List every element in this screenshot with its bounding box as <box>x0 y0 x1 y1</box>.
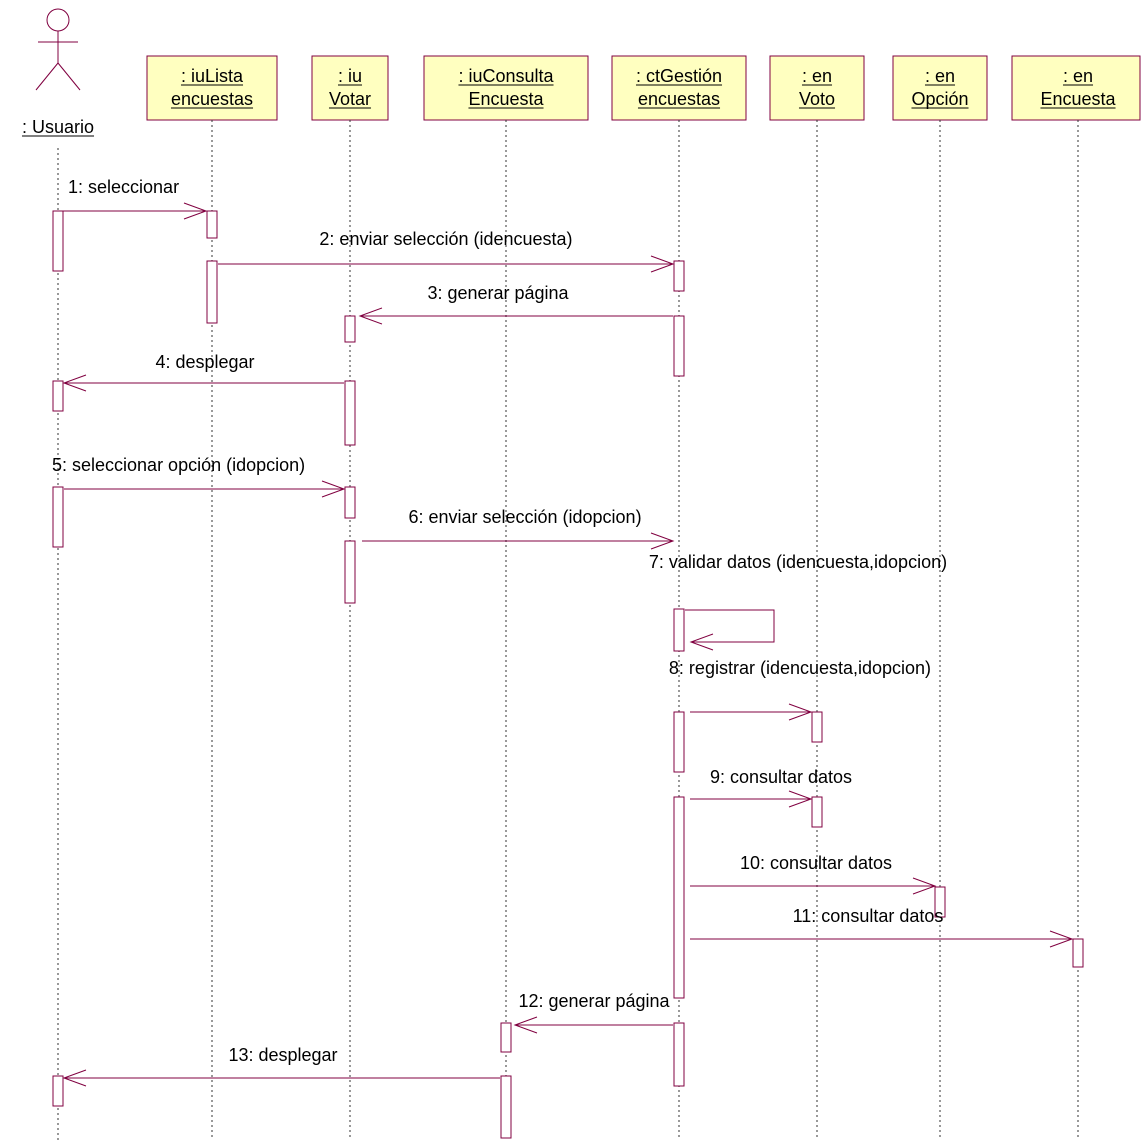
object-box <box>769 55 865 121</box>
activation-bar <box>673 796 685 999</box>
message-1: 1: seleccionar <box>63 177 208 220</box>
message-6: 6: enviar selección (idopcion) <box>362 507 675 550</box>
message-label: 5: seleccionar opción (idopcion) <box>52 455 305 475</box>
object-box <box>1011 55 1141 121</box>
arrowhead <box>650 255 675 273</box>
object-label: : en <box>925 66 955 86</box>
message-11: 11: consultar datos <box>690 906 1074 948</box>
arrowhead <box>788 790 813 808</box>
message-8: 8: registrar (idencuesta,idopcion) <box>669 658 931 721</box>
arrowhead <box>513 1016 538 1034</box>
actor-label: : Usuario <box>22 117 94 137</box>
message-10: 10: consultar datos <box>690 853 937 895</box>
message-label: 7: validar datos (idencuesta,idopcion) <box>649 552 947 572</box>
actor-usuario: : Usuario <box>21 8 95 137</box>
object-label: encuestas <box>638 89 720 109</box>
object-label: : en <box>802 66 832 86</box>
message-2: 2: enviar selección (idencuesta) <box>218 229 675 273</box>
activation-bar <box>206 260 218 324</box>
activation-bar <box>673 608 685 652</box>
message-13: 13: desplegar <box>62 1045 500 1087</box>
activation-bar <box>52 210 64 272</box>
object-box <box>423 55 589 121</box>
message-3: 3: generar página <box>358 283 673 325</box>
arrowhead <box>788 703 813 721</box>
object-label: : iu <box>338 66 362 86</box>
activation-bar <box>344 315 356 343</box>
activation-bar <box>500 1022 512 1053</box>
arrowhead <box>358 307 383 325</box>
message-7: 7: validar datos (idencuesta,idopcion) <box>649 552 947 651</box>
object-label: encuestas <box>171 89 253 109</box>
object-enencuesta: : en Encuesta <box>1011 55 1141 121</box>
message-5: 5: seleccionar opción (idopcion) <box>52 455 346 498</box>
arrowhead <box>650 532 675 550</box>
object-label: : iuLista <box>181 66 244 86</box>
activation-bar <box>52 486 64 548</box>
message-label: 12: generar página <box>518 991 670 1011</box>
message-label: 13: desplegar <box>228 1045 337 1065</box>
activation-bar <box>673 315 685 377</box>
arrowhead <box>1049 930 1074 948</box>
arrowhead <box>912 877 937 895</box>
object-iulista: : iuLista encuestas <box>146 55 278 121</box>
message-label: 8: registrar (idencuesta,idopcion) <box>669 658 931 678</box>
message-label: 4: desplegar <box>155 352 254 372</box>
activation-bar <box>500 1075 512 1139</box>
arrowhead <box>62 374 87 392</box>
object-label: Encuesta <box>1040 89 1116 109</box>
message-4: 4: desplegar <box>62 352 344 392</box>
object-label: Opción <box>911 89 968 109</box>
object-label: Votar <box>329 89 371 109</box>
message-12: 12: generar página <box>513 991 673 1034</box>
message-label: 3: generar página <box>427 283 569 303</box>
arrowhead <box>321 480 346 498</box>
object-envoto: : en Voto <box>769 55 865 121</box>
activation-bar <box>206 210 218 239</box>
message-label: 2: enviar selección (idencuesta) <box>319 229 572 249</box>
object-iuvotar: : iu Votar <box>311 55 389 121</box>
arrowhead <box>689 633 714 651</box>
object-enopcion: : en Opción <box>892 55 988 121</box>
activation-bar <box>1072 938 1084 968</box>
activation-bar <box>811 711 823 743</box>
object-ctgestion: : ctGestión encuestas <box>611 55 747 121</box>
activation-bar <box>934 886 946 918</box>
object-label: : iuConsulta <box>458 66 554 86</box>
actor-head-icon <box>46 8 70 32</box>
message-9: 9: consultar datos <box>690 767 852 808</box>
object-box <box>146 55 278 121</box>
activation-bar <box>673 260 685 292</box>
message-label: 10: consultar datos <box>740 853 892 873</box>
activation-bar <box>344 380 356 446</box>
message-label: 9: consultar datos <box>710 767 852 787</box>
activation-bar <box>673 711 685 773</box>
activation-bar <box>811 796 823 828</box>
object-label: : ctGestión <box>636 66 722 86</box>
arrowhead <box>183 202 208 220</box>
activation-bar <box>344 486 356 519</box>
message-label: 11: consultar datos <box>793 906 944 926</box>
activation-bar <box>673 1022 685 1087</box>
message-label: 6: enviar selección (idopcion) <box>408 507 641 527</box>
object-label: Voto <box>799 89 835 109</box>
activation-bar <box>52 380 64 412</box>
message-arrow <box>685 609 775 643</box>
activation-bar <box>52 1075 64 1107</box>
arrowhead <box>62 1069 87 1087</box>
object-label: Encuesta <box>468 89 544 109</box>
object-label: : en <box>1063 66 1093 86</box>
activation-bar <box>344 540 356 604</box>
message-label: 1: seleccionar <box>68 177 179 197</box>
